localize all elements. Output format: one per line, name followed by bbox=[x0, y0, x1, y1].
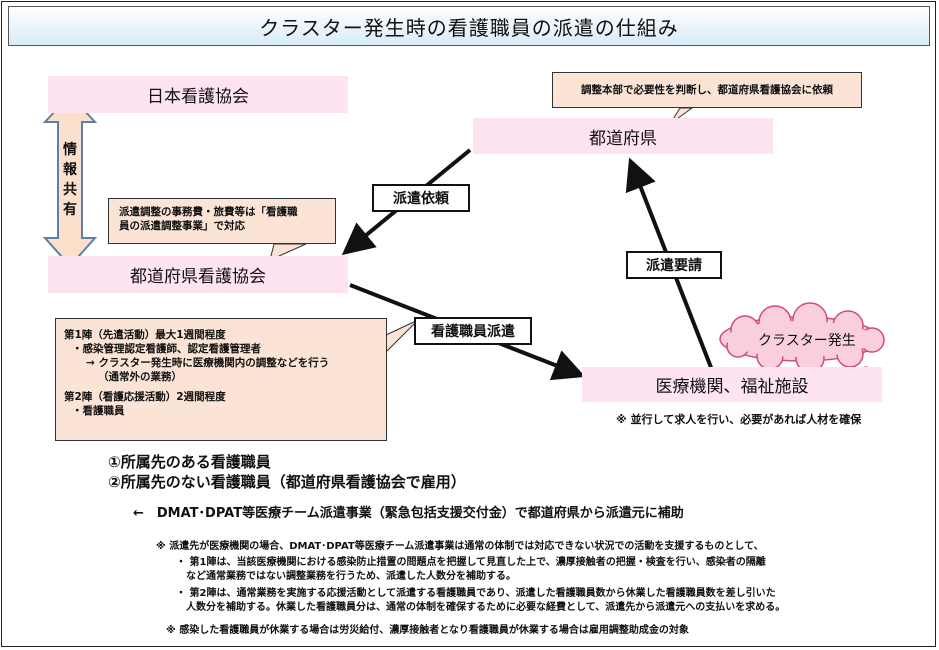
info-share-char: 共 bbox=[63, 182, 77, 198]
nihon-kango-kyokai-box: 日本看護協会 bbox=[48, 76, 348, 113]
subsidy-line: ← DMAT･DPAT等医療チーム派遣事業（緊急包括支援交付金）で都道府県から派… bbox=[133, 506, 684, 521]
callout-top-text: 調整本部で必要性を判断し、都道府県看護協会に依頼 bbox=[581, 84, 833, 96]
demand-label: 派遣要請 bbox=[626, 251, 722, 279]
demand-label-text: 派遣要請 bbox=[646, 258, 702, 274]
page-title: クラスター発生時の看護職員の派遣の仕組み bbox=[8, 6, 930, 46]
note-line: ※ 派遣先が医療機関の場合、DMAT･DPAT等医療チーム派遣事業は通常の体制で… bbox=[156, 541, 764, 552]
info-share-char: 有 bbox=[63, 202, 77, 218]
phase-line: 第1陣（先遣活動）最大1週間程度 bbox=[64, 329, 226, 341]
phase-line: （通常外の業務） bbox=[98, 371, 182, 383]
phase-line: ・感染管理認定看護師、認定看護管理者 bbox=[72, 343, 261, 355]
callout-assoc: 派遣調整の事務費・旅費等は「看護職 員の派遣調整事業」で対応 bbox=[108, 198, 336, 244]
request-label: 派遣依頼 bbox=[372, 184, 470, 212]
info-share-label: 情 報 共 有 bbox=[62, 140, 78, 220]
callout-top: 調整本部で必要性を判断し、都道府県看護協会に依頼 bbox=[552, 72, 862, 108]
nihon-kango-kyokai-label: 日本看護協会 bbox=[147, 87, 249, 107]
callout-assoc-line: 員の派遣調整事業」で対応 bbox=[119, 220, 245, 232]
cluster-label: クラスター発生 bbox=[758, 333, 856, 349]
note-line: ・ 第2陣は、通常業務を実施する応援活動として派遣する看護職員であり、派遣した看… bbox=[176, 588, 776, 599]
callout-assoc-line: 派遣調整の事務費・旅費等は「看護職 bbox=[119, 206, 298, 218]
phase-line: ・看護職員 bbox=[72, 405, 125, 417]
info-share-char: 報 bbox=[63, 162, 77, 178]
pref-nursing-assoc-box: 都道府県看護協会 bbox=[48, 256, 348, 293]
medical-facility-box: 医療機関、福祉施設 bbox=[582, 367, 882, 402]
note-line: など通常業務ではない調整業務を行うため、派遣した人数分を補助する。 bbox=[186, 571, 516, 582]
nurse-type-1: ①所属先のある看護職員 bbox=[108, 453, 271, 471]
dispatch-label-text: 看護職員派遣 bbox=[431, 324, 515, 340]
prefecture-label: 都道府県 bbox=[589, 128, 657, 149]
note-line: ・ 第1陣は、当該医療機関における感染防止措置の問題点を把握して見直した上で、濃… bbox=[176, 557, 766, 568]
note-line: ※ 感染した看護職員が休業する場合は労災給付、濃厚接触者となり看護職員が休業する… bbox=[166, 625, 689, 636]
medical-facility-label: 医療機関、福祉施設 bbox=[655, 377, 809, 397]
recruit-note: ※ 並行して求人を行い、必要があれば人材を確保 bbox=[616, 413, 862, 426]
dispatch-label: 看護職員派遣 bbox=[414, 317, 532, 345]
phase-line: → クラスター発生時に医療機関内の調整などを行う bbox=[86, 357, 330, 369]
request-label-text: 派遣依頼 bbox=[393, 191, 449, 207]
nurse-type-2: ②所属先のない看護職員（都道府県看護協会で雇用） bbox=[108, 473, 466, 491]
phase-line: 第2陣（看護応援活動）2週間程度 bbox=[64, 391, 226, 403]
prefecture-box: 都道府県 bbox=[473, 118, 773, 154]
note-line: 人数分を補助する。休業した看護職員分は、通常の体制を確保するために必要な経費とし… bbox=[186, 602, 786, 613]
phases-box: 第1陣（先遣活動）最大1週間程度 ・感染管理認定看護師、認定看護管理者 → クラ… bbox=[55, 318, 387, 441]
pref-nursing-assoc-label: 都道府県看護協会 bbox=[130, 267, 266, 287]
info-share-char: 情 bbox=[63, 142, 77, 158]
